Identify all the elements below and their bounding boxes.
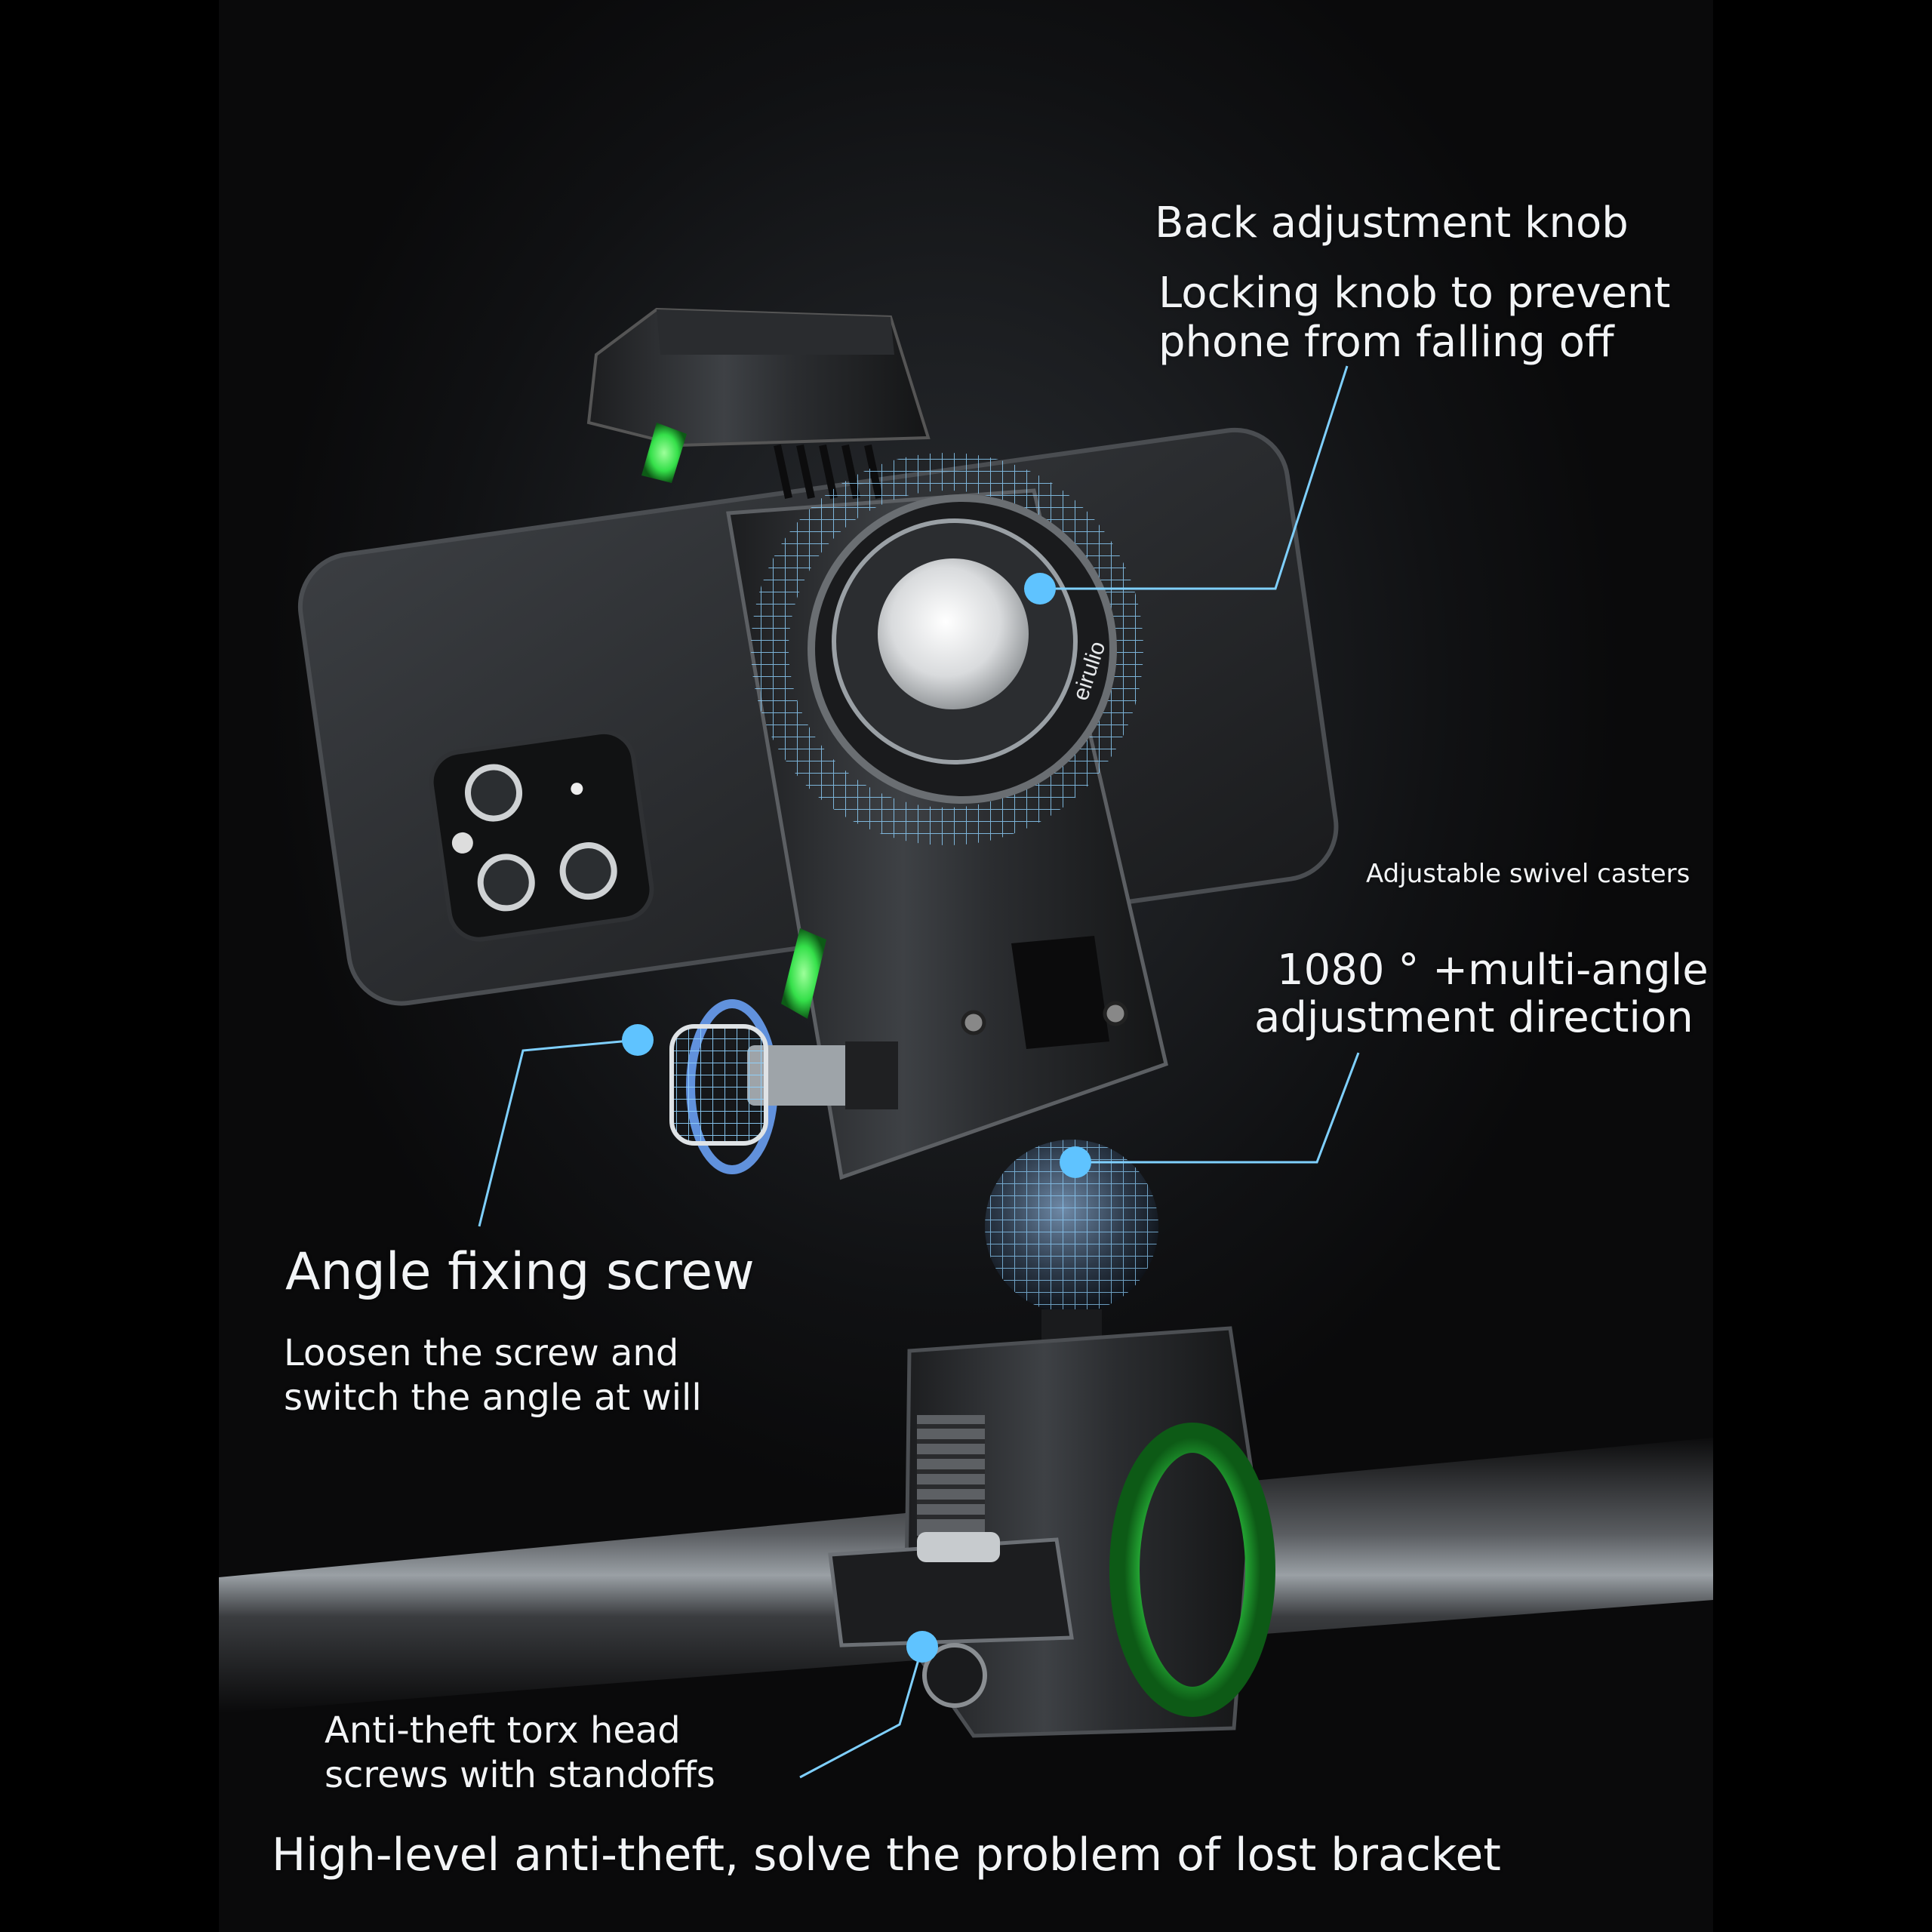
- back-knob-title: Back adjustment knob: [1155, 198, 1629, 248]
- ball-joint: [985, 1140, 1158, 1347]
- swivel-caption: Adjustable swivel casters: [1366, 859, 1690, 889]
- torx-line2: screws with standoffs: [325, 1754, 715, 1796]
- swivel-line1: 1080 ° +multi-angle: [1277, 946, 1709, 995]
- camera-module: [429, 729, 654, 942]
- angle-screw: [669, 999, 898, 1174]
- angle-screw-line1: Loosen the screw and: [284, 1332, 679, 1374]
- angle-screw-title: Angle fixing screw: [285, 1242, 755, 1302]
- back-knob-line1: Locking knob to prevent: [1158, 269, 1671, 318]
- callout-dots: [622, 573, 1091, 1663]
- top-clamp: [586, 307, 931, 500]
- bar-clamp: [828, 1326, 1275, 1738]
- torx-line1: Anti-theft torx head: [325, 1709, 681, 1752]
- swivel-line2: adjustment direction: [1254, 993, 1694, 1042]
- callout-lines: [478, 365, 1360, 1779]
- footer-headline: High-level anti-theft, solve the problem…: [272, 1829, 1501, 1881]
- back-knob-line2: phone from falling off: [1158, 318, 1614, 367]
- angle-screw-line2: switch the angle at will: [284, 1377, 702, 1419]
- back-knob: eirulio: [751, 453, 1143, 845]
